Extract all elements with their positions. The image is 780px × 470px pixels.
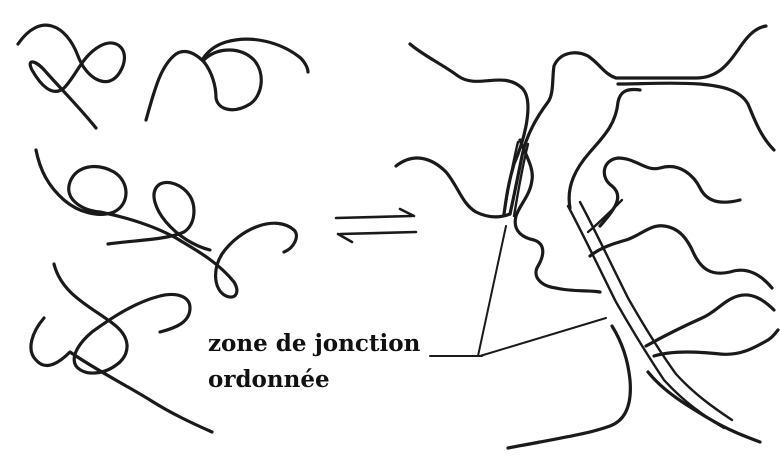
network-chain: [618, 83, 774, 150]
coil-chain: [146, 39, 308, 120]
network-chain: [646, 295, 774, 346]
network-chain: [396, 158, 510, 217]
equilibrium-arrows: [336, 209, 416, 242]
coil-chain: [18, 25, 124, 128]
gel-network: [396, 26, 778, 448]
network-chain: [616, 26, 766, 78]
junction-zone-label: zone de jonction: [208, 332, 420, 355]
network-chain: [410, 44, 528, 214]
coil-chain: [31, 318, 212, 432]
network-chain: [654, 330, 778, 356]
network-chain: [508, 326, 630, 448]
junction-zone-strand: [580, 202, 732, 420]
network-chain: [569, 90, 640, 209]
reverse-arrow: [338, 232, 416, 242]
network-chain: [588, 200, 622, 232]
network-chain: [600, 158, 740, 226]
junction-zone-label-continued: ordonnée: [208, 368, 330, 391]
forward-arrow: [336, 209, 414, 218]
leader-line: [480, 318, 606, 356]
leader-line: [478, 226, 506, 356]
